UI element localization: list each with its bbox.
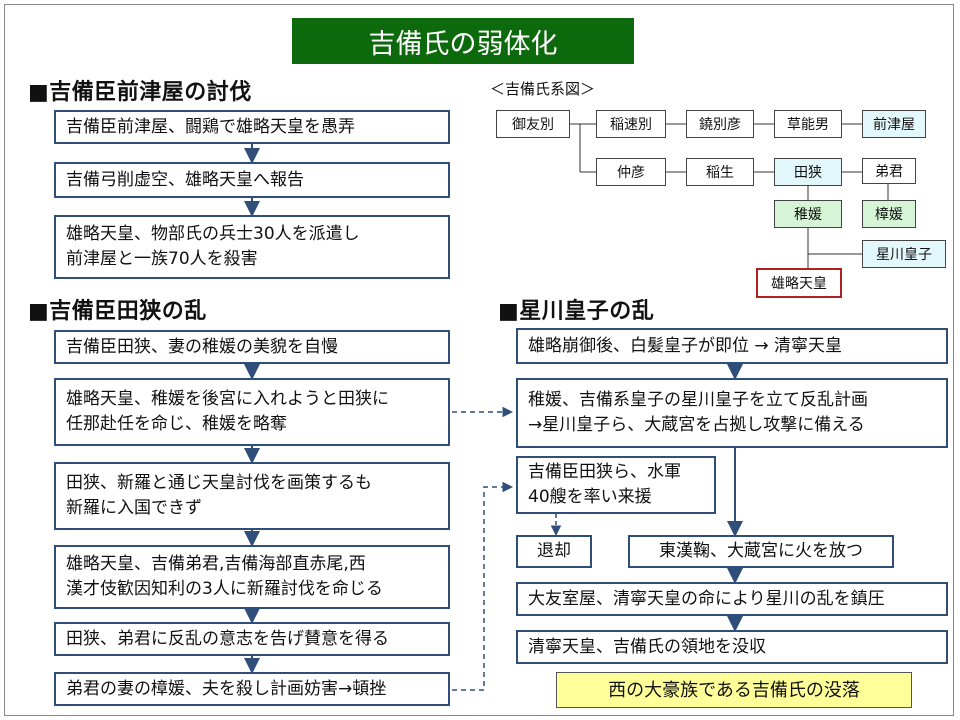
s1-box-1: 吉備臣前津屋、闘鶏で雄略天皇を愚弄 bbox=[54, 110, 450, 144]
s3-box-1: 雄略崩御後、白髪皇子が即位 → 清寧天皇 bbox=[516, 328, 948, 364]
gen-node-inau: 稲生 bbox=[686, 158, 754, 186]
gen-node-kusuhime: 樟媛 bbox=[862, 200, 916, 228]
s2-box-6: 弟君の妻の樟媛、夫を殺し計画妨害→頓挫 bbox=[54, 672, 450, 706]
heading-hoshikawa-rebellion: ■星川皇子の乱 bbox=[498, 299, 655, 324]
s1-box-3: 雄略天皇、物部氏の兵士30人を派遣し 前津屋と一族70人を殺害 bbox=[54, 215, 450, 279]
gen-node-otokimi: 弟君 bbox=[862, 158, 916, 184]
slide-title: 吉備氏の弱体化 bbox=[292, 18, 634, 64]
gen-node-yuryaku: 雄略天皇 bbox=[756, 268, 842, 298]
heading-tasa-rebellion: ■吉備臣田狭の乱 bbox=[28, 299, 207, 324]
genealogy-lines bbox=[570, 123, 889, 268]
s3-box-2: 稚媛、吉備系皇子の星川皇子を立て反乱計画 →星川皇子ら、大蔵宮を占拠し攻撃に備え… bbox=[516, 378, 948, 448]
s3-box-3: 吉備臣田狭ら、水軍 40艘を率い来援 bbox=[516, 456, 716, 514]
s3-box-confiscate: 清寧天皇、吉備氏の領地を没収 bbox=[516, 630, 948, 664]
conclusion-box: 西の大豪族である吉備氏の没落 bbox=[556, 672, 912, 708]
gen-node-tasa: 田狭 bbox=[774, 158, 842, 186]
gen-node-wakahime: 稚媛 bbox=[774, 200, 842, 228]
s3-box-retreat: 退却 bbox=[516, 535, 592, 568]
gen-node-miyu: 御友別 bbox=[496, 110, 570, 138]
s2-box-1: 吉備臣田狭、妻の稚媛の美貌を自慢 bbox=[54, 330, 450, 364]
s2-box-4: 雄略天皇、吉備弟君,吉備海部直赤尾,西 漢才伎歓因知利の3人に新羅討伐を命じる bbox=[54, 545, 450, 609]
genealogy-title: ＜吉備氏系図＞ bbox=[490, 80, 596, 98]
dashed-arrow-tasa-navy bbox=[452, 481, 513, 691]
slide-frame bbox=[4, 4, 954, 716]
gen-node-inahaya: 稲速別 bbox=[596, 110, 666, 138]
s3-box-fire: 東漢鞠、大蔵宮に火を放つ bbox=[628, 535, 894, 568]
s2-box-2: 雄略天皇、稚媛を後宮に入れようと田狭に 任那赴任を命じ、稚媛を略奪 bbox=[54, 378, 450, 446]
gen-node-nie: 鐃別彦 bbox=[686, 110, 754, 138]
gen-node-kusano: 草能男 bbox=[774, 110, 842, 138]
gen-node-naka: 仲彦 bbox=[596, 158, 666, 186]
gen-node-maetsuya: 前津屋 bbox=[862, 110, 926, 138]
s2-box-3: 田狭、新羅と通じ天皇討伐を画策するも 新羅に入国できず bbox=[54, 462, 450, 530]
gen-node-hoshikawa: 星川皇子 bbox=[862, 240, 946, 268]
s1-box-2: 吉備弓削虚空、雄略天皇へ報告 bbox=[54, 162, 450, 198]
s2-box-5: 田狭、弟君に反乱の意志を告げ賛意を得る bbox=[54, 622, 450, 656]
heading-maetsuya-subjugation: ■吉備臣前津屋の討伐 bbox=[28, 80, 252, 105]
s3-box-suppress: 大友室屋、清寧天皇の命により星川の乱を鎮圧 bbox=[516, 582, 948, 616]
